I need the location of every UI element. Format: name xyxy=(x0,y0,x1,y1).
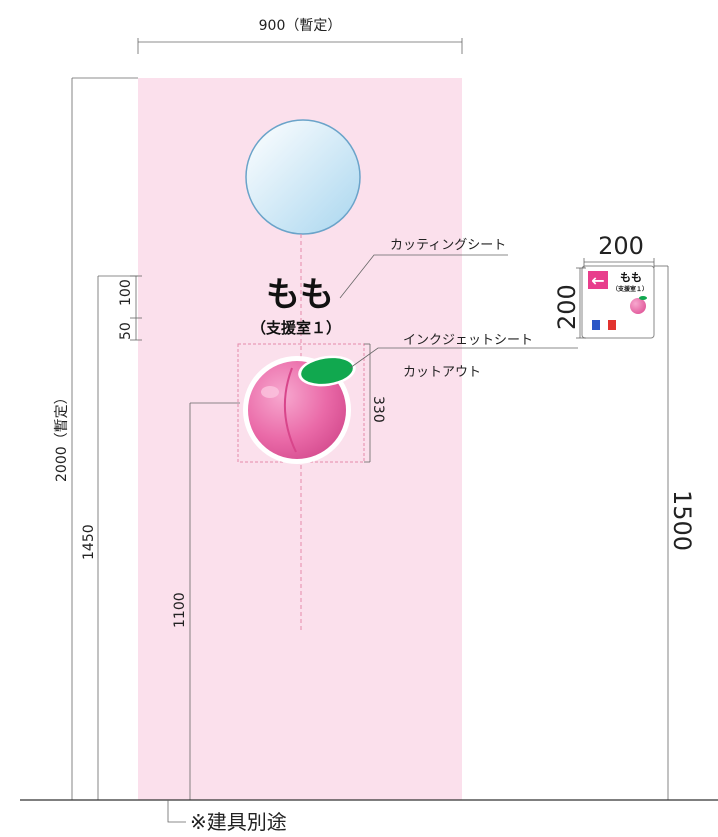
small-sign-width-dimension: 200 xyxy=(598,232,644,260)
small-sign-subtitle: （支援室１） xyxy=(612,285,648,293)
round-window xyxy=(245,119,361,235)
lower-spacing-dimension: 50 xyxy=(118,322,134,340)
small-sign-arrow-box xyxy=(588,271,608,289)
small-peach-icon xyxy=(630,296,647,314)
door-fixture-note: ※建具別途 xyxy=(190,810,287,834)
mount-height-dimension: 1500 xyxy=(668,490,696,551)
door-width-dimension: 900（暫定） xyxy=(259,18,342,34)
cut-out-callout: カットアウト xyxy=(403,365,481,380)
arrow-left-icon: ← xyxy=(591,271,604,290)
sign-height-dimension: 1450 xyxy=(81,524,97,560)
peach-icon xyxy=(243,355,356,464)
illustration-height-dimension: 1100 xyxy=(172,592,188,628)
sign-subtitle: （支援室１） xyxy=(251,319,341,337)
cutting-sheet-callout: カッティングシート xyxy=(390,238,506,253)
flag-icon xyxy=(592,320,616,330)
inkjet-sheet-callout: インクジェットシート xyxy=(403,333,533,348)
upper-spacing-dimension: 100 xyxy=(118,279,134,306)
small-sign-height-dimension: 200 xyxy=(553,284,581,330)
illustration-size-dimension: 330 xyxy=(370,396,386,423)
sign-title: もも xyxy=(266,275,334,315)
small-sign-title: もも xyxy=(620,271,642,284)
door-height-dimension: 2000（暫定） xyxy=(54,390,70,482)
